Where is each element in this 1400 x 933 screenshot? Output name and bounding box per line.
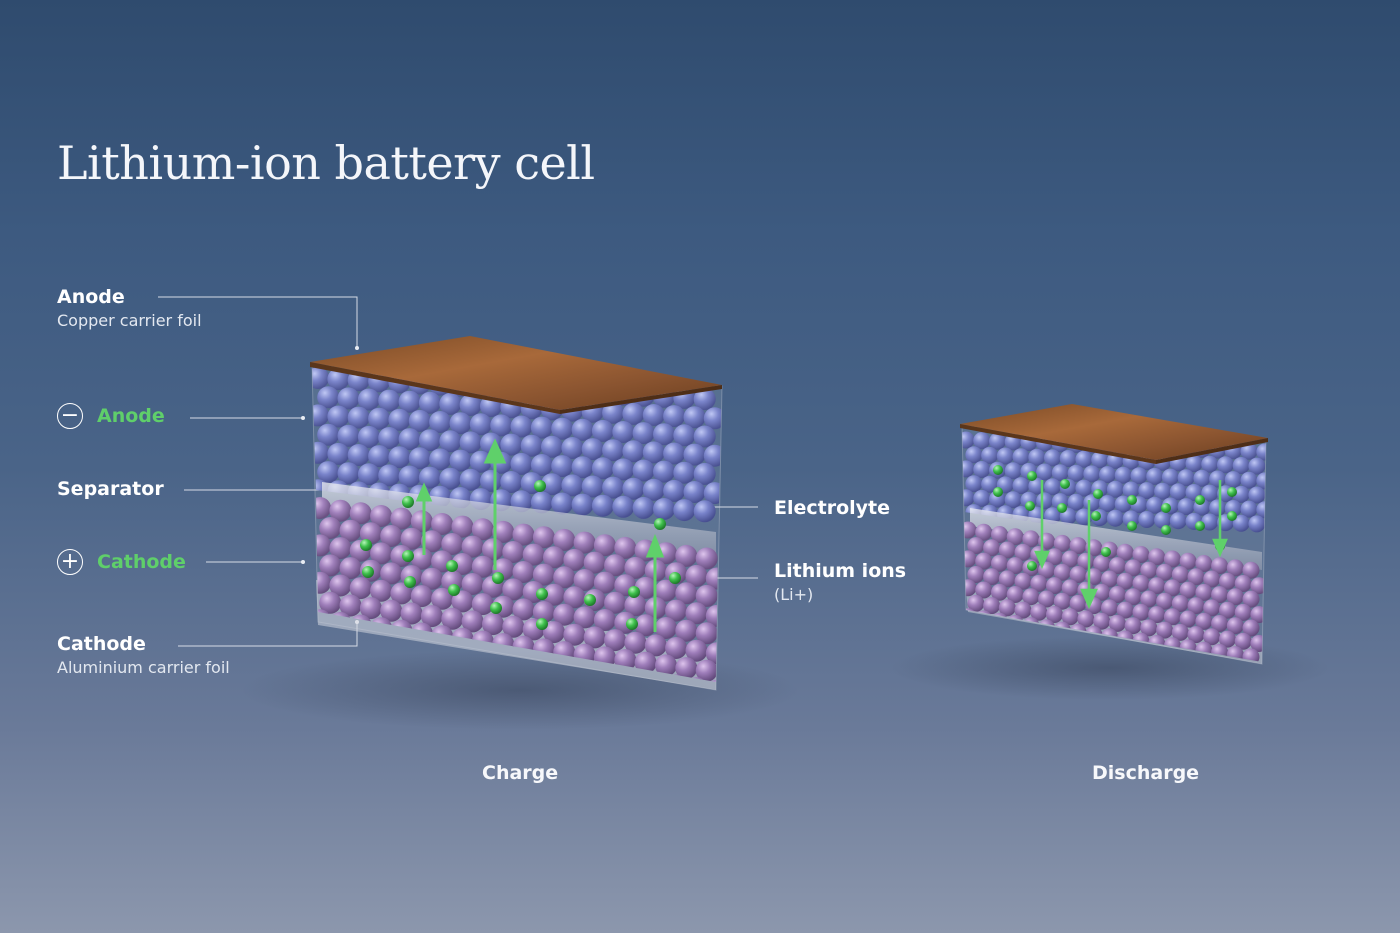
cathode-label: + Cathode: [57, 549, 186, 575]
lithium-ions-subtitle: (Li+): [774, 585, 814, 604]
leader-lines: [158, 296, 758, 647]
discharge-caption: Discharge: [1092, 762, 1200, 784]
separator-title: Separator: [57, 478, 164, 500]
lithium-ion: [669, 572, 681, 584]
charge-cell: [240, 336, 800, 730]
lithium-ion: [993, 465, 1003, 475]
lithium-ion: [446, 560, 458, 572]
lithium-ion: [1195, 495, 1205, 505]
lithium-ion: [362, 566, 374, 578]
lithium-ion: [584, 594, 596, 606]
copper-foil-top: [310, 336, 722, 410]
electrolyte-label: Electrolyte: [774, 497, 890, 519]
lithium-ion: [1101, 547, 1111, 557]
lithium-ion: [626, 618, 638, 630]
lithium-ion: [534, 480, 546, 492]
discharge-arrows: [1034, 480, 1228, 610]
lithium-ion: [536, 588, 548, 600]
lithium-ion: [628, 586, 640, 598]
page-title: Lithium-ion battery cell: [57, 136, 595, 190]
cathode-foil-subtitle: Aluminium carrier foil: [57, 658, 230, 677]
lithium-ion: [1027, 471, 1037, 481]
plus-icon: +: [57, 549, 83, 575]
lithium-ion: [1060, 479, 1070, 489]
lithium-ion: [402, 496, 414, 508]
anode-foil-leader: [158, 296, 358, 348]
lithium-ion: [654, 518, 666, 530]
sphere: [319, 629, 342, 652]
anode-foil-subtitle: Copper carrier foil: [57, 311, 202, 330]
lithium-ion: [1161, 503, 1171, 513]
lithium-ion: [1091, 511, 1101, 521]
lithium-ions: [360, 480, 681, 630]
lithium-ion: [1227, 511, 1237, 521]
lithium-ion: [1025, 501, 1035, 511]
lithium-ion: [1093, 489, 1103, 499]
lithium-ions: [993, 465, 1237, 571]
lithium-ions-label: Lithium ions (Li+): [774, 560, 906, 604]
lithium-ion: [1057, 503, 1067, 513]
separator-label: Separator: [57, 478, 164, 500]
electrolyte-title: Electrolyte: [774, 497, 891, 519]
lithium-ions-title: Lithium ions: [774, 560, 907, 582]
charge-arrows: [415, 438, 665, 632]
lithium-ion: [1127, 521, 1137, 531]
charge-caption: Charge: [482, 762, 559, 784]
cathode-foil-title: Cathode: [57, 633, 146, 655]
copper-foil-top: [960, 404, 1268, 460]
lithium-ion: [993, 487, 1003, 497]
sphere: [359, 634, 382, 657]
lithium-ion: [448, 584, 460, 596]
minus-icon: −: [57, 403, 83, 429]
lithium-ion: [402, 550, 414, 562]
lithium-ion: [1127, 495, 1137, 505]
lithium-ion: [1227, 487, 1237, 497]
discharge-cell: [890, 404, 1330, 700]
lithium-ion: [490, 602, 502, 614]
cathode-foil-label: Cathode Aluminium carrier foil: [57, 633, 230, 677]
lithium-ion: [536, 618, 548, 630]
lithium-ion: [360, 539, 372, 551]
anode-label: −Anode: [57, 403, 165, 429]
anode-foil-title: Anode: [57, 286, 125, 308]
cathode-title: Cathode: [97, 551, 186, 573]
lithium-ion: [1027, 561, 1037, 571]
lithium-ion: [1195, 521, 1205, 531]
lithium-ion: [404, 576, 416, 588]
anode-title: Anode: [97, 405, 165, 427]
lithium-ion: [492, 572, 504, 584]
lithium-ion: [1161, 525, 1171, 535]
sphere: [339, 631, 362, 654]
anode-foil-label: Anode Copper carrier foil: [57, 286, 202, 330]
